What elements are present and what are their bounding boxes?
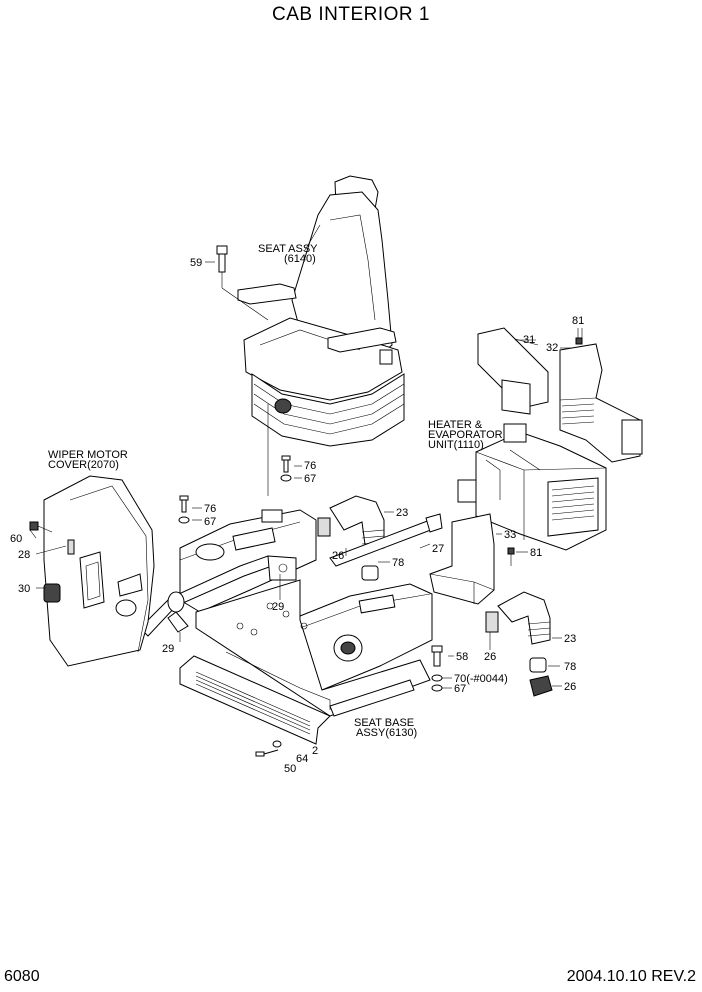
callout-29: 29 <box>272 601 284 613</box>
duct-32 <box>559 343 643 463</box>
callout-2: 2 <box>312 745 318 757</box>
callout-70: 70(-#0044) <box>454 673 508 685</box>
page-title: CAB INTERIOR 1 <box>272 4 430 25</box>
seat-base-ref: ASSY(6130) <box>356 727 417 739</box>
callout-59: 59 <box>190 257 202 269</box>
seat-assy <box>237 175 405 496</box>
hose-23-upper <box>317 495 385 553</box>
heater-evaporator-unit <box>457 423 607 551</box>
louvre-panel <box>179 651 331 745</box>
seat-assy-label: SEAT ASSY <box>258 243 318 255</box>
heater-label-3: UNIT(1110) <box>428 439 484 451</box>
part-callouts: 59 31 81 32 76 67 76 67 60 28 30 23 27 3… <box>10 257 584 775</box>
assembly-labels: SEAT ASSY (6140) WIPER MOTOR COVER(2070)… <box>48 243 503 739</box>
wiper-cover-label: WIPER MOTOR <box>48 449 128 461</box>
callout-76: 76 <box>304 460 316 472</box>
callout-76: 76 <box>204 503 216 515</box>
callout-50: 50 <box>284 763 296 775</box>
hose-23-lower <box>485 591 551 645</box>
callout-58: 58 <box>456 651 468 663</box>
callout-26: 26 <box>484 651 496 663</box>
seat-assy-ref: (6140) <box>284 253 316 265</box>
callout-29: 29 <box>162 643 174 655</box>
callout-26: 26 <box>564 681 576 693</box>
callout-28: 28 <box>18 549 30 561</box>
duct-31 <box>477 327 549 415</box>
pipe-29 <box>139 555 297 637</box>
callout-23: 23 <box>564 633 576 645</box>
heater-label-2: EVAPORATOR <box>428 429 503 441</box>
callout-31: 31 <box>523 334 535 346</box>
cap-78-lower <box>529 657 547 673</box>
clip-26-lower <box>529 675 553 697</box>
callout-78: 78 <box>392 557 404 569</box>
screw-81-upper <box>575 328 583 345</box>
seat-base-label: SEAT BASE <box>354 717 414 729</box>
screw-81-lower <box>507 547 515 566</box>
callout-30: 30 <box>18 583 30 595</box>
callout-64: 64 <box>296 753 308 765</box>
wiper-cover-ref: COVER(2070) <box>48 459 119 471</box>
callout-26: 26 <box>332 550 344 562</box>
cap-78-upper <box>361 565 379 581</box>
bolt-59 <box>205 245 269 321</box>
seat-base-assy <box>179 509 433 717</box>
callout-67: 67 <box>304 473 316 485</box>
callout-78: 78 <box>564 661 576 673</box>
bolt-50-washer-64 <box>255 740 282 757</box>
leader-lines <box>29 328 579 689</box>
revision-date: 2004.10.10 REV.2 <box>566 968 696 985</box>
wiper-motor-cover <box>43 475 155 667</box>
bolt-76-lower <box>178 495 190 524</box>
callout-60: 60 <box>10 533 22 545</box>
callout-23: 23 <box>396 507 408 519</box>
bolt-60 <box>29 521 53 533</box>
page-number: 6080 <box>4 968 40 985</box>
bolt-58 <box>431 645 443 692</box>
callout-33: 33 <box>504 529 516 541</box>
callout-67: 67 <box>204 516 216 528</box>
callout-27: 27 <box>432 543 444 555</box>
bolt-76-upper <box>280 455 292 482</box>
callout-32: 32 <box>546 342 558 354</box>
callout-81: 81 <box>572 315 584 327</box>
heater-label-1: HEATER & <box>428 419 483 431</box>
duct-33 <box>429 513 495 605</box>
callout-67: 67 <box>454 683 466 695</box>
callout-81: 81 <box>530 547 542 559</box>
drain-pipe-27 <box>329 513 443 567</box>
